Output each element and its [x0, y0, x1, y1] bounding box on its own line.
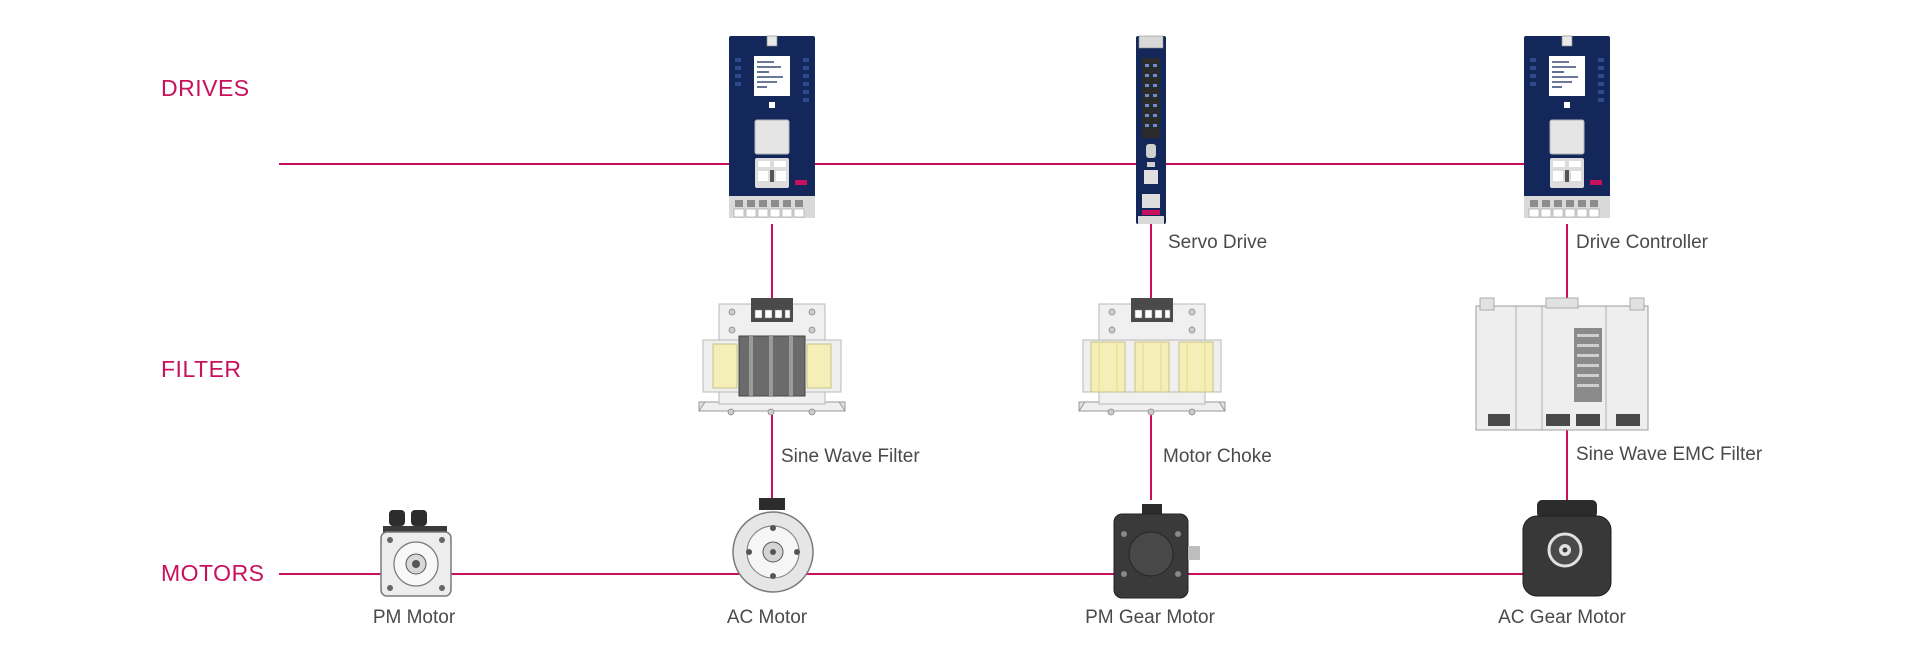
sine-wave-filter-icon [698, 297, 846, 416]
pm-motor-icon [380, 510, 452, 597]
ac-gear-motor-icon [1522, 500, 1612, 597]
drive-controller-icon [1523, 35, 1611, 219]
emc-filter-icon [1475, 297, 1649, 431]
servo-drive-label: Servo Drive [1168, 232, 1268, 253]
ac-gear-motor-label: AC Gear Motor [1498, 607, 1626, 628]
frequency-inverter-drive-icon [728, 35, 816, 219]
sine-wave-filter-label: Sine Wave Filter [781, 446, 920, 467]
motor-choke-label: Motor Choke [1163, 446, 1272, 467]
pm-gear-motor-label: PM Gear Motor [1085, 607, 1215, 628]
pm-motor-label: PM Motor [372, 607, 456, 628]
pm-gear-motor-icon [1113, 504, 1200, 599]
servo-drive-icon [1136, 35, 1166, 224]
connection-lines [279, 163, 1568, 575]
row-label-filter: FILTER [161, 356, 242, 382]
row-label-motors: MOTORS [161, 560, 265, 586]
ac-motor-icon [732, 498, 814, 593]
motor-choke-icon [1078, 297, 1226, 416]
drive-controller-label: Drive Controller [1576, 232, 1708, 253]
row-label-drives: DRIVES [161, 75, 250, 101]
ac-motor-label: AC Motor [726, 607, 808, 628]
sine-wave-emc-filter-label: Sine Wave EMC Filter [1576, 444, 1763, 465]
